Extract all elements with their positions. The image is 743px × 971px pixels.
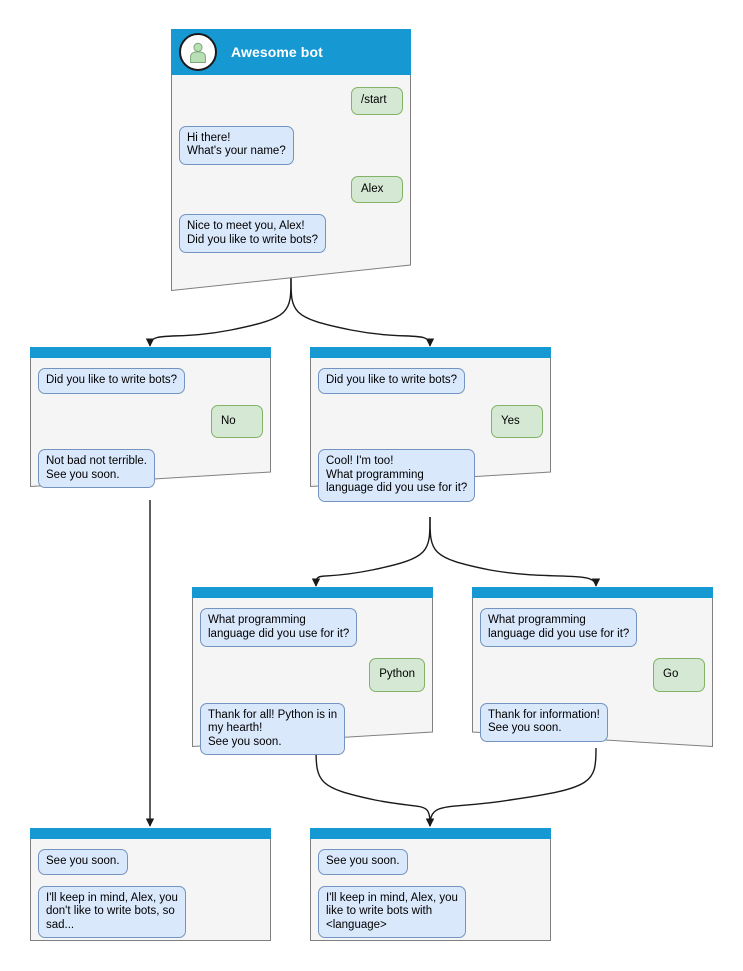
no-branch-titlebar [30, 347, 271, 358]
user-message-bubble[interactable]: Yes [491, 404, 543, 438]
user-message-bubble[interactable]: Go [653, 658, 705, 692]
node-python-branch[interactable]: What programming language did you use fo… [192, 587, 433, 755]
bot-message-bubble[interactable]: I'll keep in mind, Alex, you don't like … [38, 885, 186, 938]
message-row: Go [480, 658, 705, 692]
yes-branch-chat-area: Did you like to write bots? Yes Cool! I'… [310, 358, 551, 502]
bot-message-bubble[interactable]: Did you like to write bots? [38, 368, 186, 394]
message-row: /start [179, 87, 403, 115]
edge-yes-to-go [429, 516, 601, 587]
node-end-sad[interactable]: See you soon. I'll keep in mind, Alex, y… [30, 828, 271, 941]
message-row: Cool! I'm too! What programming language… [318, 449, 543, 502]
edge-yes-to-python [311, 516, 431, 587]
bot-message-bubble[interactable]: Thank for information! See you soon. [480, 702, 608, 742]
bot-message-bubble[interactable]: What programming language did you use fo… [480, 608, 638, 647]
message-row: I'll keep in mind, Alex, you like to wri… [318, 885, 543, 938]
message-row: Alex [179, 175, 403, 203]
message-row: Thank for information! See you soon. [480, 702, 705, 742]
node-root-conversation[interactable]: Awesome bot /start Hi there! What's your… [171, 29, 411, 291]
root-titlebar: Awesome bot [171, 29, 411, 75]
message-row: No [38, 404, 263, 438]
node-no-branch[interactable]: Did you like to write bots? No Not bad n… [30, 347, 271, 488]
message-row: Nice to meet you, Alex! Did you like to … [179, 214, 403, 253]
go-branch-chat-area: What programming language did you use fo… [472, 598, 713, 743]
end-happy-titlebar [310, 828, 551, 839]
bot-message-bubble[interactable]: Not bad not terrible. See you soon. [38, 449, 156, 488]
message-row: See you soon. [38, 849, 263, 875]
bot-message-bubble[interactable]: Nice to meet you, Alex! Did you like to … [179, 214, 327, 253]
bot-message-bubble[interactable]: Hi there! What's your name? [179, 125, 294, 165]
python-branch-chat-area: What programming language did you use fo… [192, 598, 433, 755]
bot-title: Awesome bot [231, 44, 323, 60]
yes-branch-titlebar [310, 347, 551, 358]
person-avatar-icon [179, 33, 217, 71]
edge-go-to-end-happy [425, 747, 597, 827]
end-happy-chat-area: See you soon. I'll keep in mind, Alex, y… [310, 839, 551, 941]
root-chat-area: /start Hi there! What's your name? Alex … [171, 75, 411, 291]
end-sad-chat-area: See you soon. I'll keep in mind, Alex, y… [30, 839, 271, 941]
bot-message-bubble[interactable]: Did you like to write bots? [318, 368, 466, 394]
message-row: Yes [318, 404, 543, 438]
message-row: Thank for all! Python is in my hearth! S… [200, 702, 425, 755]
message-row: See you soon. [318, 849, 543, 875]
go-branch-titlebar [472, 587, 713, 598]
message-row: Hi there! What's your name? [179, 125, 403, 165]
edge-python-to-end-happy [315, 747, 435, 827]
user-message-bubble[interactable]: No [211, 404, 263, 438]
message-row: Did you like to write bots? [38, 368, 263, 394]
python-branch-titlebar [192, 587, 433, 598]
bot-message-bubble[interactable]: What programming language did you use fo… [200, 608, 358, 647]
node-yes-branch[interactable]: Did you like to write bots? Yes Cool! I'… [310, 347, 551, 502]
message-row: Not bad not terrible. See you soon. [38, 449, 263, 488]
message-row: Python [200, 658, 425, 692]
node-end-happy[interactable]: See you soon. I'll keep in mind, Alex, y… [310, 828, 551, 941]
user-message-bubble[interactable]: Alex [351, 175, 403, 203]
bot-message-bubble[interactable]: See you soon. [318, 849, 408, 875]
message-row: I'll keep in mind, Alex, you don't like … [38, 885, 263, 938]
user-message-bubble[interactable]: Python [369, 658, 425, 692]
user-message-bubble[interactable]: /start [351, 87, 403, 115]
bot-message-bubble[interactable]: See you soon. [38, 849, 128, 875]
bot-message-bubble[interactable]: I'll keep in mind, Alex, you like to wri… [318, 885, 466, 938]
node-go-branch[interactable]: What programming language did you use fo… [472, 587, 713, 747]
end-sad-titlebar [30, 828, 271, 839]
message-row: Did you like to write bots? [318, 368, 543, 394]
no-branch-chat-area: Did you like to write bots? No Not bad n… [30, 358, 271, 488]
message-row: What programming language did you use fo… [480, 608, 705, 647]
message-row: What programming language did you use fo… [200, 608, 425, 647]
bot-message-bubble[interactable]: Thank for all! Python is in my hearth! S… [200, 702, 346, 755]
bot-message-bubble[interactable]: Cool! I'm too! What programming language… [318, 449, 476, 502]
